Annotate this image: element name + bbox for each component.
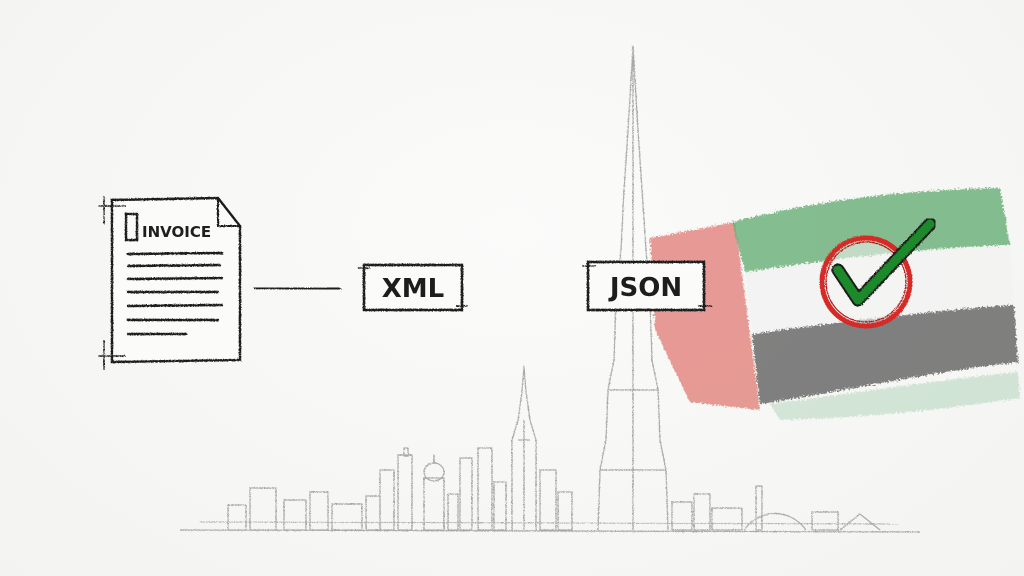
invoice-document-icon [98, 196, 242, 370]
check-circle-icon [819, 217, 937, 329]
xml-node: XML [358, 263, 468, 312]
json-node: JSON [582, 260, 712, 312]
json-label: JSON [608, 273, 682, 303]
arrow-invoice-to-xml [253, 278, 342, 299]
invoice-title: INVOICE [142, 223, 211, 241]
xml-label: XML [382, 274, 445, 304]
